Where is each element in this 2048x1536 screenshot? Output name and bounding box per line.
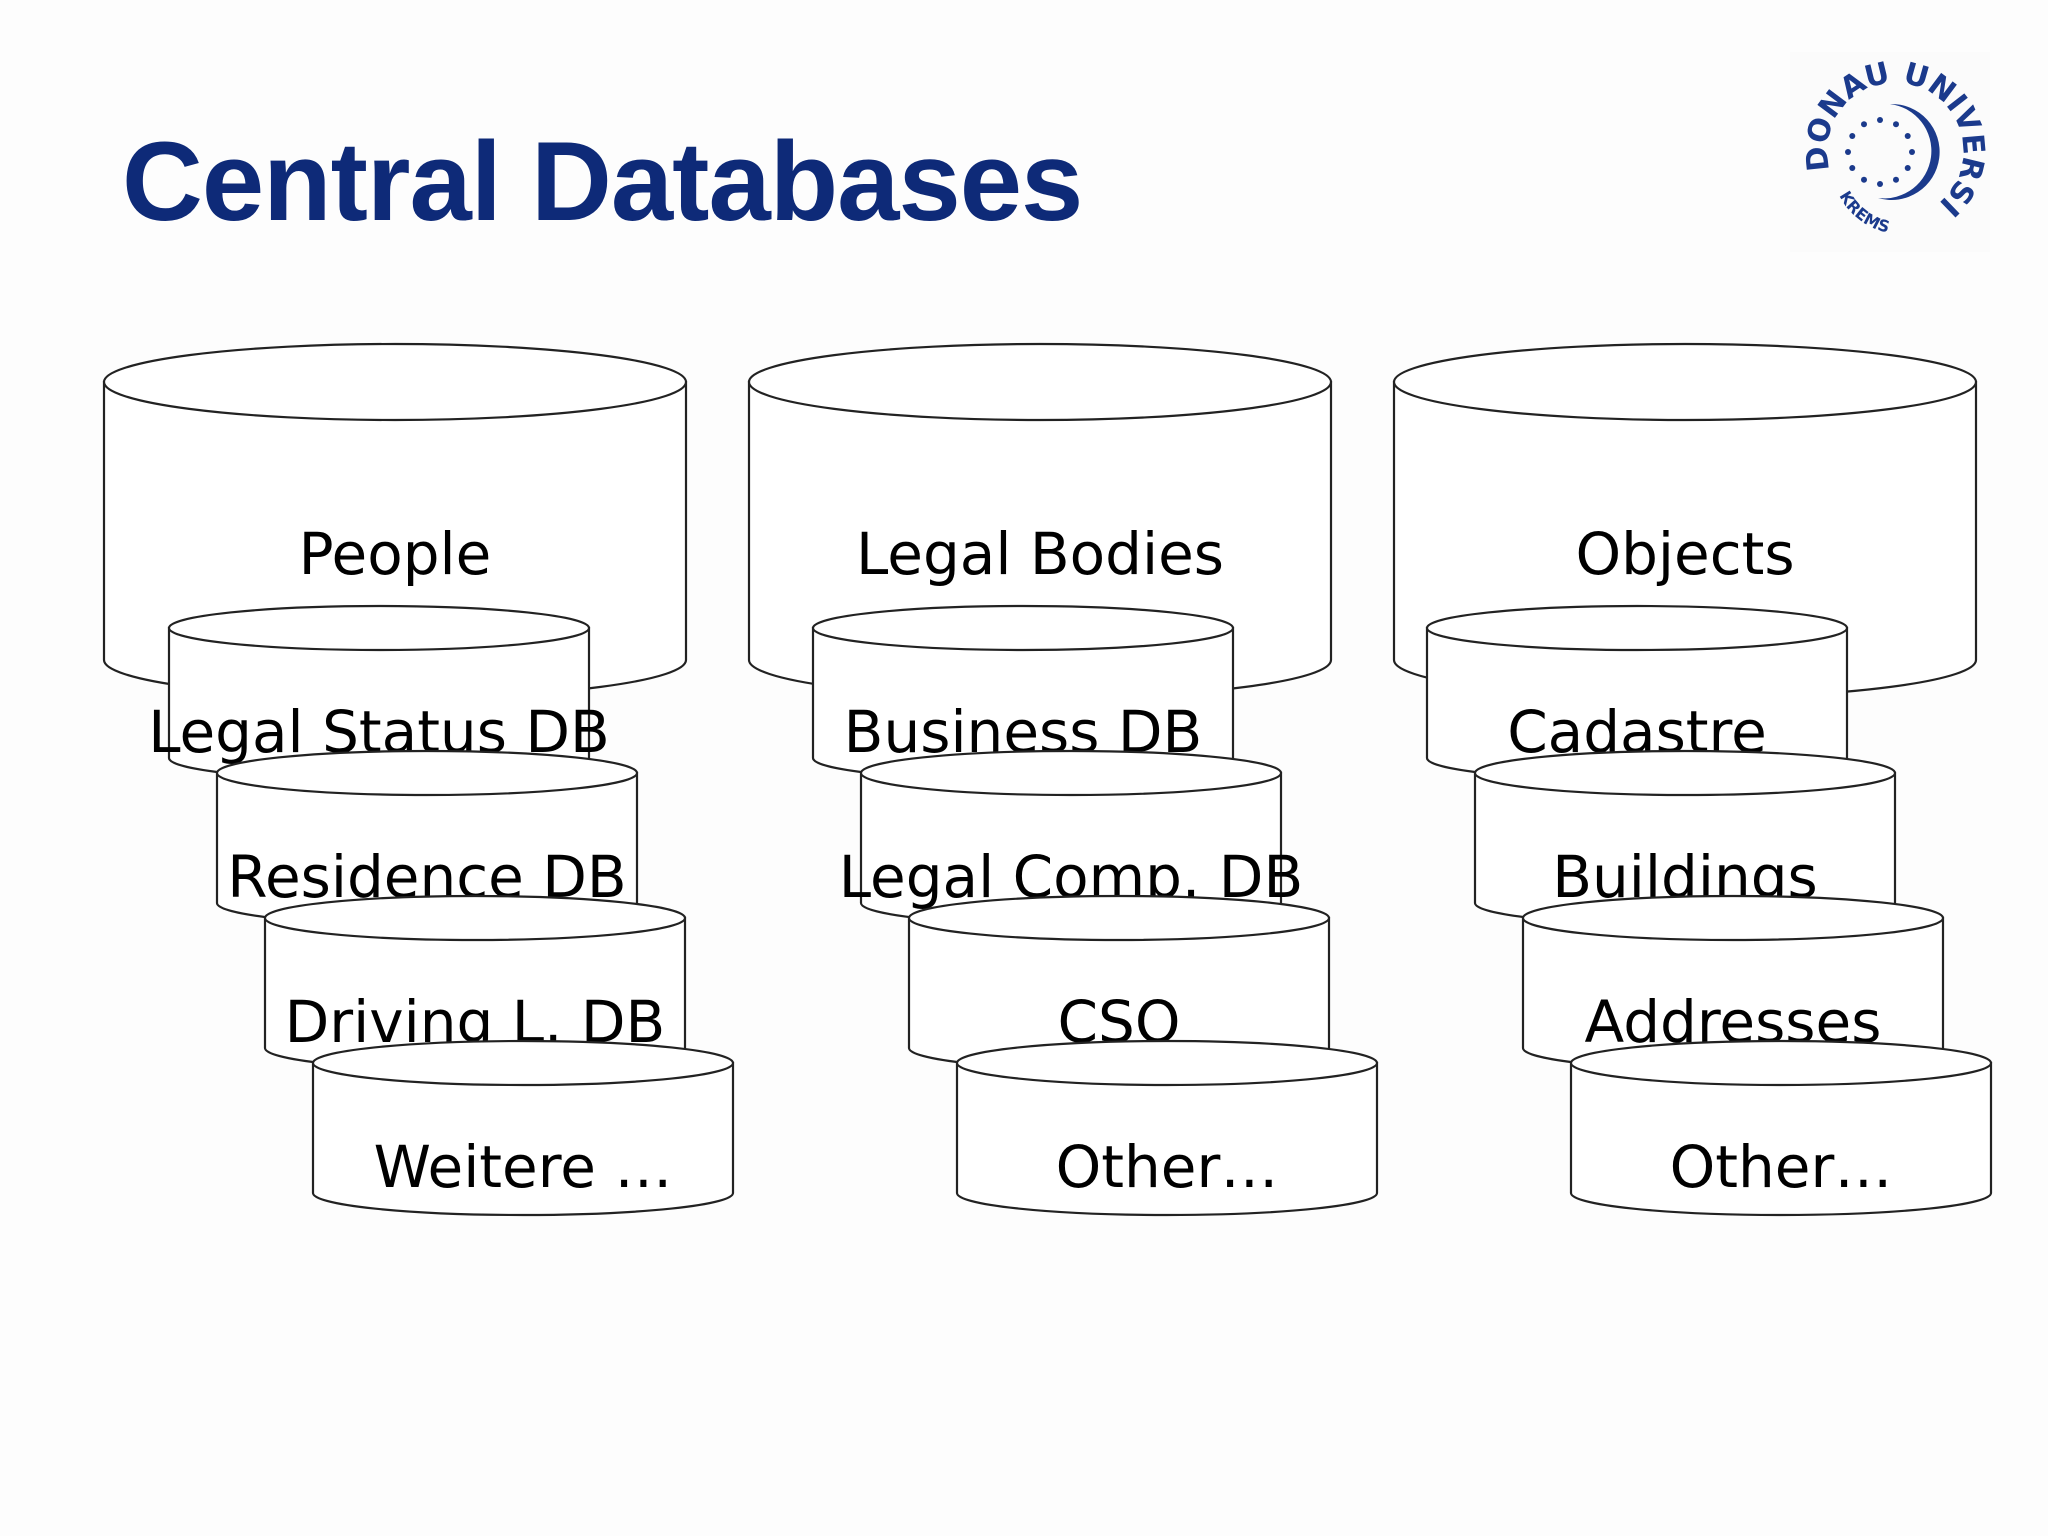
sub-database-cylinder: Other… xyxy=(1569,1039,1993,1217)
university-logo: DONAU UNIVERSITÄT KREMS xyxy=(1790,52,1990,252)
sub-cylinder-body xyxy=(955,1061,1379,1217)
sub-database-cylinder: Other… xyxy=(955,1039,1379,1217)
logo-star-icon xyxy=(1904,133,1911,139)
sub-cylinder-body xyxy=(311,1061,735,1217)
sub-cylinder-top xyxy=(907,894,1331,942)
sub-cylinder-top xyxy=(859,749,1283,797)
logo-star-icon xyxy=(1893,121,1899,128)
logo-star-icon xyxy=(1849,165,1856,171)
main-cylinder-top xyxy=(747,342,1333,422)
main-cylinder-top xyxy=(1392,342,1978,422)
sub-database-label: Other… xyxy=(1056,1133,1279,1201)
logo-star-icon xyxy=(1845,149,1851,155)
sub-database-cylinder: Legal Status DB xyxy=(148,604,610,782)
sub-cylinder-top xyxy=(215,749,639,797)
logo-star-icon xyxy=(1909,149,1915,155)
sub-cylinder-top xyxy=(811,604,1235,652)
logo-star-icon xyxy=(1904,165,1911,171)
sub-cylinder-top xyxy=(1425,604,1849,652)
sub-database-cylinder: Business DB xyxy=(811,604,1235,782)
logo-star-icon xyxy=(1849,133,1856,139)
logo-star-icon xyxy=(1861,121,1867,128)
sub-database-cylinder: Cadastre xyxy=(1425,604,1849,782)
sub-database-label: Weitere … xyxy=(374,1133,673,1201)
slide-title: Central Databases xyxy=(122,119,1083,244)
sub-cylinder-top xyxy=(1569,1039,1993,1087)
main-database-label: Legal Bodies xyxy=(856,520,1224,588)
logo-star-icon xyxy=(1861,176,1867,183)
sub-database-cylinder: Weitere … xyxy=(311,1039,735,1217)
logo-star-icon xyxy=(1877,181,1883,187)
sub-cylinder-body xyxy=(1569,1061,1993,1217)
main-cylinder-top xyxy=(102,342,688,422)
sub-database-cylinder: Legal Comp. DB xyxy=(839,749,1303,927)
sub-cylinder-top xyxy=(311,1039,735,1087)
main-database-label: Objects xyxy=(1575,520,1794,588)
logo-star-ring xyxy=(1845,117,1915,187)
sub-cylinder-top xyxy=(263,894,687,942)
sub-database-cylinder: Residence DB xyxy=(215,749,639,927)
main-database-label: People xyxy=(299,520,492,588)
logo-star-icon xyxy=(1877,117,1883,123)
sub-cylinder-top xyxy=(1521,894,1945,942)
logo-star-icon xyxy=(1893,176,1899,183)
sub-cylinder-top xyxy=(167,604,591,652)
sub-database-label: Other… xyxy=(1670,1133,1893,1201)
sub-cylinder-top xyxy=(955,1039,1379,1087)
database-column: ObjectsCadastreBuildingsAddressesOther… xyxy=(1392,342,1993,1217)
sub-cylinder-top xyxy=(1473,749,1897,797)
